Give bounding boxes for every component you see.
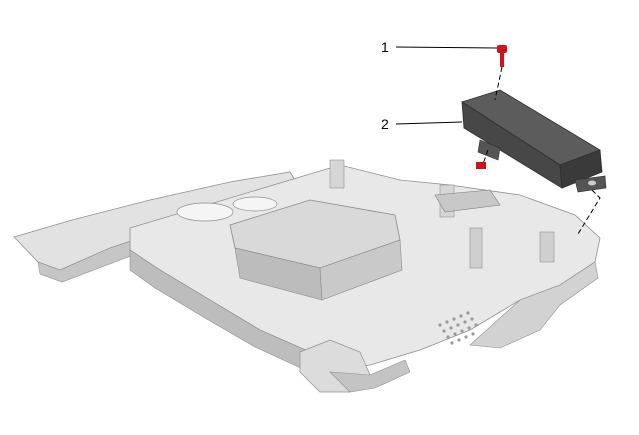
control-module-side	[559, 149, 603, 189]
tray-bottom-foot-side	[329, 359, 411, 393]
tray-opening-left	[176, 202, 234, 222]
tray-right-leg	[469, 261, 599, 349]
bolt	[497, 45, 507, 67]
control-module-tab-hole	[588, 180, 596, 186]
tray-post-4	[539, 231, 555, 263]
callout-2-label: 2	[381, 116, 389, 132]
module-assembly-line-right	[577, 189, 601, 235]
tray-post-1	[329, 159, 345, 189]
tray-post-3	[469, 227, 483, 269]
callout-1-label: 1	[381, 39, 389, 55]
module-assembly-line-left	[482, 149, 489, 165]
tray-center-block-side	[319, 239, 403, 301]
mounting-tray	[13, 159, 601, 393]
tray-opening-middle	[232, 196, 278, 212]
assembly-lines	[482, 66, 601, 235]
control-module-tab-left	[477, 139, 501, 161]
bolt-shank	[500, 53, 504, 67]
leader-line-1	[395, 46, 498, 49]
tray-red-mount-point	[476, 162, 486, 169]
tray-connector-block	[434, 189, 501, 213]
bolt-head	[497, 45, 507, 53]
leader-lines	[395, 46, 498, 125]
tray-vent-grid	[438, 311, 478, 345]
leader-line-2	[395, 121, 463, 125]
control-module	[461, 89, 607, 193]
bolt-assembly-line	[494, 66, 503, 101]
